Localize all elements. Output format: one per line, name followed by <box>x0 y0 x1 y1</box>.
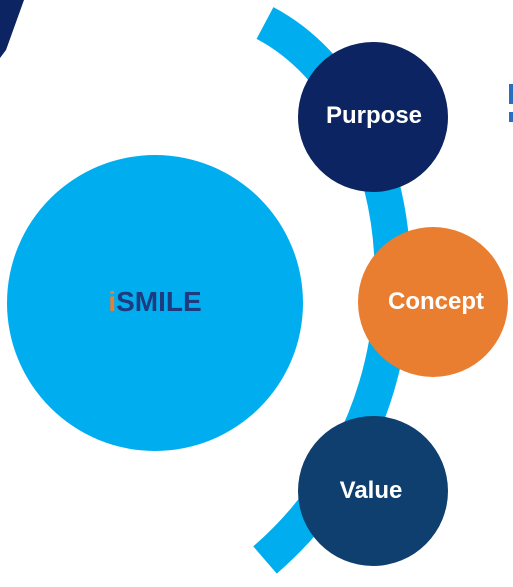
main-label-rest: SMILE <box>116 286 202 317</box>
accent-bar-top <box>509 84 513 104</box>
main-circle <box>7 155 303 451</box>
purpose-label: Purpose <box>325 102 423 129</box>
concept-circle <box>358 227 508 377</box>
purpose-circle <box>298 42 448 192</box>
main-label-lead: i <box>108 286 117 317</box>
concept-label: Concept <box>388 288 484 315</box>
corner-slash <box>0 0 24 58</box>
accent-bar-bottom <box>509 112 513 122</box>
value-circle <box>298 416 448 566</box>
value-label: Value <box>339 477 403 504</box>
